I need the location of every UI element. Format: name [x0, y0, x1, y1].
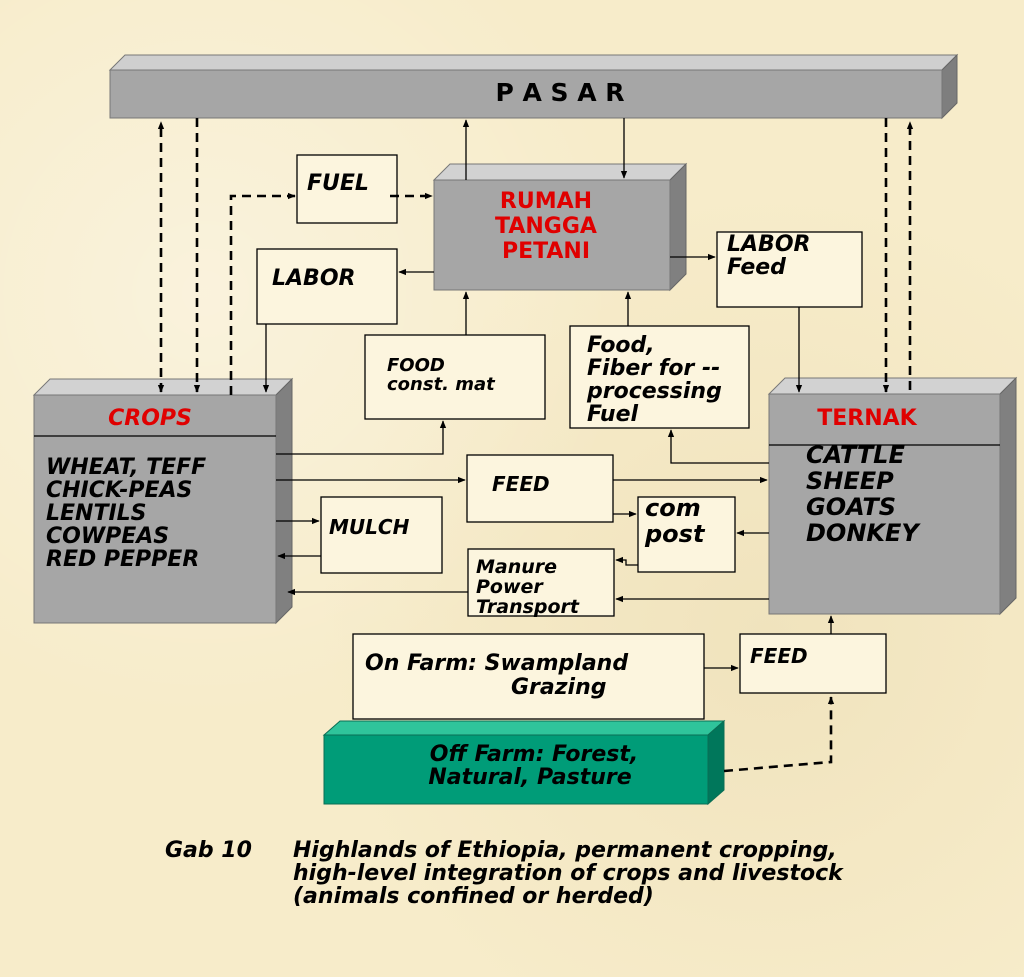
crops-fuel-arrow [229, 192, 296, 395]
rumah-label: RUMAH [500, 189, 592, 214]
manure-line: Power [476, 576, 544, 598]
compost-line2: post [644, 520, 706, 548]
labor-feed-line1: LABOR [727, 232, 810, 257]
compost-manure-arrow [615, 556, 638, 566]
caption-line3: (animals confined or herded) [293, 884, 654, 909]
on-farm-line2: Grazing [511, 675, 607, 700]
fuel-box: FUEL [296, 154, 398, 224]
food-const-line2: const. mat [387, 374, 496, 395]
tangga-label: TANGGA [495, 214, 597, 239]
rumah-tangga-petani-box: RUMAH TANGGA PETANI [432, 162, 688, 292]
livestock-item: CATTLE [806, 441, 905, 469]
food-fiber-line: Food, [587, 333, 655, 358]
ternak-foodfiber-arrow [667, 429, 769, 464]
livestock-item: GOATS [806, 493, 896, 521]
livestock-item: SHEEP [806, 467, 894, 495]
off-farm-box: Off Farm: Forest, Natural, Pasture [322, 719, 726, 806]
feed-mid-box: FEED [466, 454, 614, 523]
mulch-box: MULCH [320, 496, 443, 574]
ternak-box: TERNAK CATTLE SHEEP GOATS DONKEY [767, 376, 1018, 616]
crop-item: LENTILS [46, 501, 147, 526]
crop-item: WHEAT, TEFF [46, 455, 206, 480]
crop-item: CHICK-PEAS [46, 478, 192, 503]
compost-box: com post [637, 494, 736, 573]
pasar-bar: P A S A R [108, 53, 959, 120]
food-const-line1: FOOD [387, 355, 445, 376]
livestock-item: DONKEY [806, 519, 921, 547]
manure-line: Transport [476, 596, 580, 618]
off-farm-line2: Natural, Pasture [428, 765, 631, 790]
mulch-label: MULCH [329, 515, 410, 539]
on-farm-line1: On Farm: Swampland [365, 651, 628, 676]
labor-feed-line2: Feed [727, 255, 786, 280]
caption: Gab 10 Highlands of Ethiopia, permanent … [165, 838, 844, 909]
manure-line: Manure [476, 556, 557, 578]
food-fiber-line: Fuel [587, 402, 639, 427]
crop-item: COWPEAS [46, 524, 169, 549]
petani-label: PETANI [502, 239, 590, 264]
feed-mid-label: FEED [492, 472, 550, 496]
ternak-title: TERNAK [817, 406, 917, 431]
on-farm-box: On Farm: Swampland Grazing [352, 633, 705, 720]
manure-box: Manure Power Transport [467, 548, 615, 618]
offfarm-feed-arrow [723, 696, 835, 773]
feed-bottom-box: FEED [739, 633, 887, 694]
food-fiber-box: Food, Fiber for -- processing Fuel [569, 325, 750, 429]
food-const-box: FOOD const. mat [364, 334, 546, 420]
solid-arrows [262, 118, 835, 672]
caption-line1: Highlands of Ethiopia, permanent croppin… [293, 838, 837, 863]
feed-bottom-label: FEED [750, 644, 808, 668]
crop-item: RED PEPPER [46, 547, 199, 572]
food-fiber-line: Fiber for -- [587, 356, 720, 381]
crops-foodconst-arrow [276, 420, 447, 455]
crops-title: CROPS [108, 406, 192, 431]
off-farm-line1: Off Farm: Forest, [430, 742, 638, 767]
caption-label: Gab 10 [165, 838, 252, 863]
caption-line2: high-level integration of crops and live… [293, 861, 844, 886]
dashed-arrows [157, 118, 914, 773]
labor-feed-box: LABOR Feed [716, 231, 863, 308]
pasar-label: P A S A R [495, 78, 624, 107]
food-fiber-line: processing [586, 379, 722, 404]
fuel-label: FUEL [307, 171, 369, 196]
compost-line1: com [645, 494, 701, 522]
labor-label: LABOR [272, 266, 355, 291]
crops-box: CROPS WHEAT, TEFF CHICK-PEAS LENTILS COW… [32, 377, 294, 625]
labor-box: LABOR [256, 248, 398, 325]
